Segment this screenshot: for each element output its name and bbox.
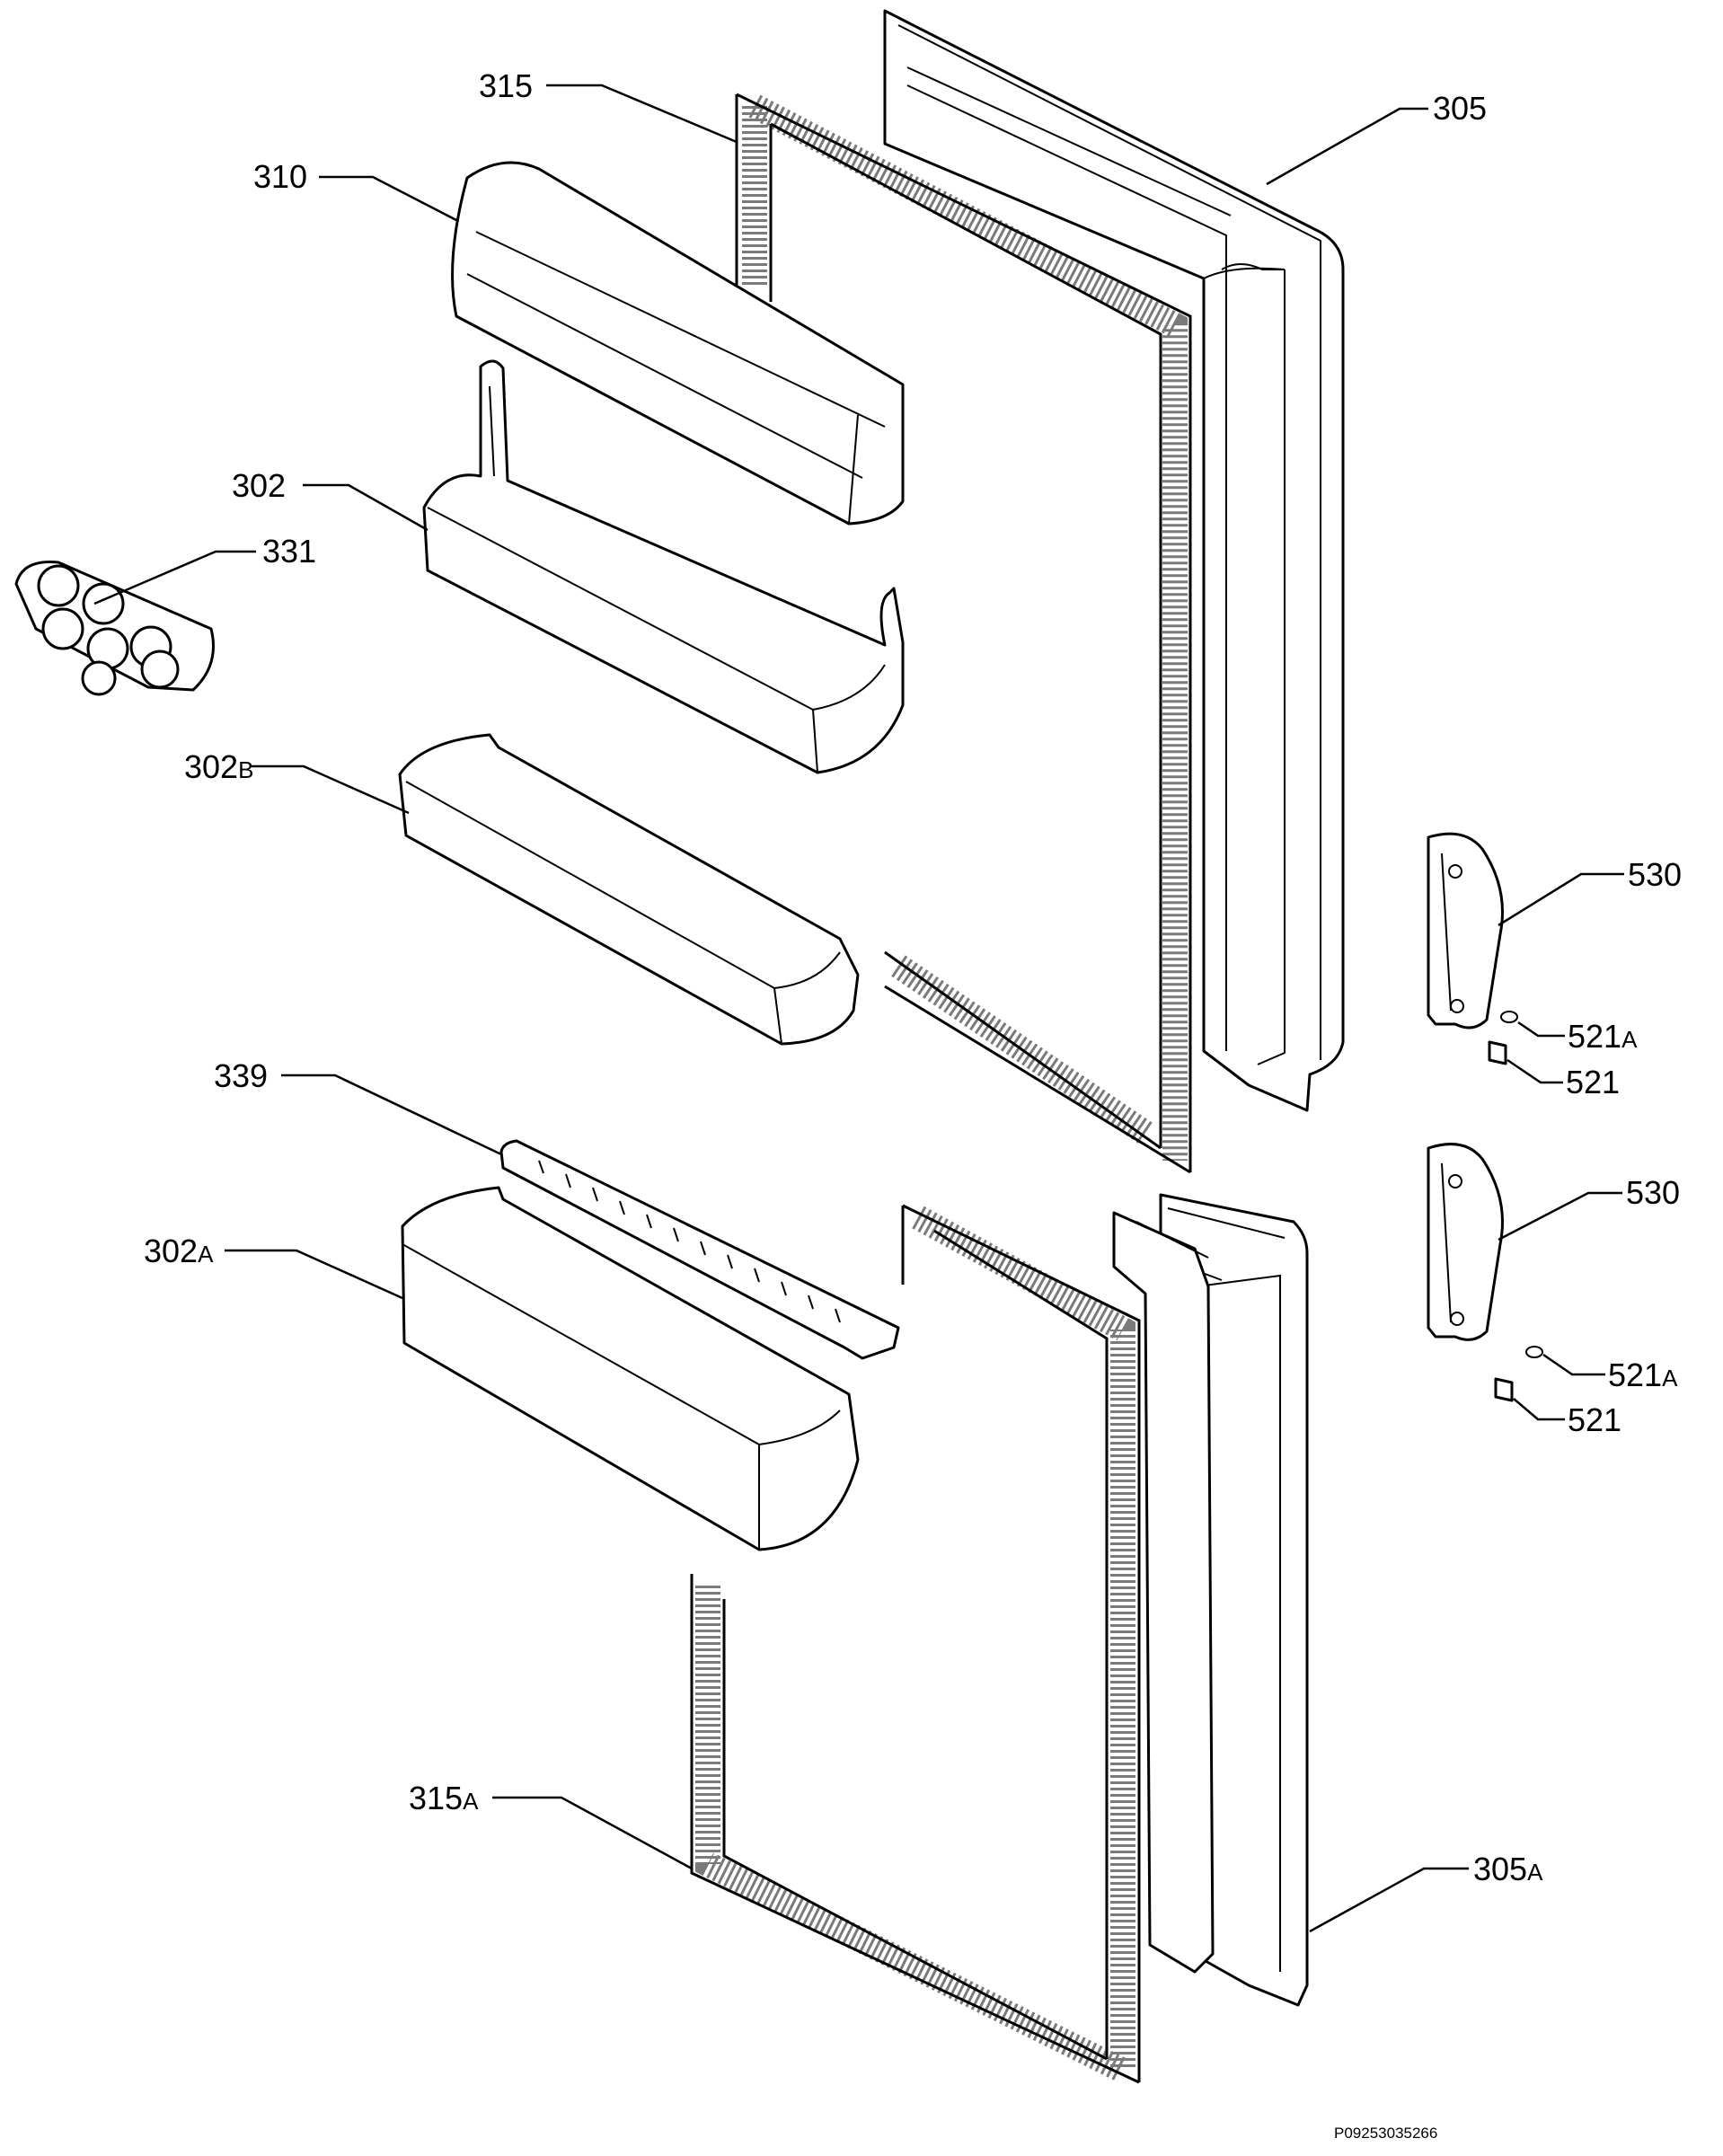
bottle-rack: [499, 1139, 900, 1360]
label-521-bottom: 521: [1568, 1401, 1621, 1438]
label-315: 315: [479, 67, 533, 104]
label-521a-top: 521A: [1568, 1018, 1638, 1055]
label-521a-bottom: 521A: [1608, 1356, 1678, 1393]
door-handle-top: [1427, 832, 1504, 1029]
lower-door-gasket: [690, 1204, 1141, 2084]
lower-door-panel: [1112, 1193, 1309, 2007]
label-331: 331: [262, 533, 316, 570]
label-339: 339: [214, 1057, 268, 1094]
label-530-bottom: 530: [1626, 1174, 1680, 1211]
egg-tray: [14, 561, 215, 696]
label-521-top: 521: [1566, 1064, 1620, 1100]
label-310: 310: [253, 158, 307, 195]
label-305: 305: [1433, 90, 1487, 127]
door-shelf-302b: [398, 733, 860, 1046]
door-handle-bottom: [1427, 1143, 1504, 1341]
drawing-code: P09253035266: [1334, 2125, 1437, 2142]
upper-door-panel: [883, 9, 1345, 1112]
fasteners-top: [1488, 1011, 1518, 1065]
upper-door-gasket: [735, 93, 1192, 1174]
dairy-compartment-lid: [451, 161, 905, 526]
label-305a: 305A: [1473, 1851, 1543, 1887]
door-shelf-302: [422, 359, 905, 774]
label-302b: 302B: [184, 748, 253, 785]
fasteners-bottom: [1494, 1346, 1543, 1402]
part-labels: 315 305 310 302 331 302B 530 521A 521 33…: [144, 67, 1682, 1887]
door-shelf-302a: [401, 1186, 860, 1551]
label-302a: 302A: [144, 1233, 214, 1269]
label-302: 302: [232, 467, 286, 504]
label-530-top: 530: [1628, 856, 1682, 893]
leader-lines: [93, 84, 1624, 1933]
label-315a: 315A: [409, 1780, 479, 1816]
